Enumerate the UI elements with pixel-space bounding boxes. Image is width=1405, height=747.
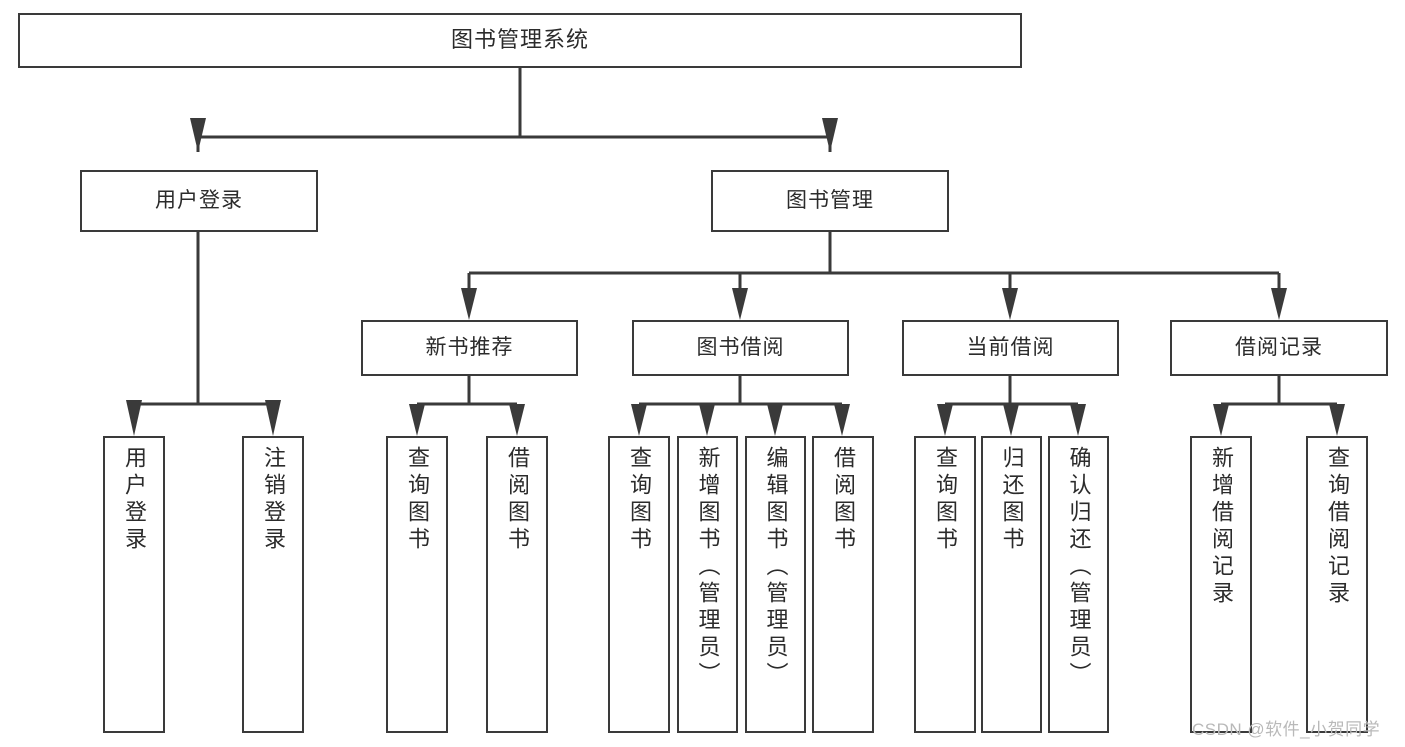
node-leaf-label: 借阅图书 bbox=[505, 446, 530, 554]
node-leaf-label: 查询图书 bbox=[627, 446, 652, 554]
node-book-management[interactable]: 图书管理 bbox=[711, 170, 949, 232]
node-root-label: 图书管理系统 bbox=[450, 27, 589, 53]
node-leaf-current-query-book[interactable]: 查询图书 bbox=[914, 436, 976, 733]
node-leaf-user-login-logout[interactable]: 注销登录 bbox=[242, 436, 304, 733]
node-leaf-new-book-query[interactable]: 查询图书 bbox=[386, 436, 448, 733]
node-new-book-recommend-label: 新书推荐 bbox=[425, 336, 514, 360]
node-leaf-label: 查询借阅记录 bbox=[1325, 446, 1350, 608]
node-leaf-label: 借阅图书 bbox=[831, 446, 856, 554]
node-book-management-label: 图书管理 bbox=[786, 189, 874, 213]
node-book-borrow-label: 图书借阅 bbox=[696, 336, 785, 360]
node-user-login[interactable]: 用户登录 bbox=[80, 170, 318, 232]
node-leaf-label: 用户登录 bbox=[122, 446, 147, 554]
node-leaf-label: 注销登录 bbox=[261, 446, 286, 554]
watermark-text: CSDN @软件_小贺同学 bbox=[1192, 720, 1381, 739]
node-borrow-record-label: 借阅记录 bbox=[1235, 336, 1323, 360]
node-new-book-recommend[interactable]: 新书推荐 bbox=[361, 320, 578, 376]
node-current-borrow[interactable]: 当前借阅 bbox=[902, 320, 1119, 376]
node-leaf-label: 编辑图书（管理员） bbox=[763, 446, 789, 689]
node-leaf-record-query[interactable]: 查询借阅记录 bbox=[1306, 436, 1368, 733]
node-leaf-borrow-borrow-book[interactable]: 借阅图书 bbox=[812, 436, 874, 733]
node-current-borrow-label: 当前借阅 bbox=[966, 336, 1055, 360]
arrowheads bbox=[126, 118, 1345, 436]
node-leaf-label: 新增借阅记录 bbox=[1209, 446, 1234, 608]
node-leaf-borrow-edit-book-admin[interactable]: 编辑图书（管理员） bbox=[745, 436, 806, 733]
node-borrow-record[interactable]: 借阅记录 bbox=[1170, 320, 1388, 376]
node-leaf-label: 查询图书 bbox=[405, 446, 430, 554]
node-leaf-label: 查询图书 bbox=[933, 446, 958, 554]
node-leaf-label: 新增图书（管理员） bbox=[695, 446, 721, 689]
node-leaf-user-login-login[interactable]: 用户登录 bbox=[103, 436, 165, 733]
node-user-login-label: 用户登录 bbox=[155, 189, 243, 213]
node-leaf-record-add[interactable]: 新增借阅记录 bbox=[1190, 436, 1252, 733]
node-leaf-label: 确认归还（管理员） bbox=[1066, 446, 1092, 689]
node-leaf-new-book-borrow[interactable]: 借阅图书 bbox=[486, 436, 548, 733]
node-root-book-management-system[interactable]: 图书管理系统 bbox=[18, 13, 1022, 68]
node-leaf-borrow-query-book[interactable]: 查询图书 bbox=[608, 436, 670, 733]
node-book-borrow[interactable]: 图书借阅 bbox=[632, 320, 849, 376]
node-leaf-current-return-book[interactable]: 归还图书 bbox=[981, 436, 1042, 733]
node-leaf-borrow-add-book-admin[interactable]: 新增图书（管理员） bbox=[677, 436, 738, 733]
node-leaf-current-confirm-return-admin[interactable]: 确认归还（管理员） bbox=[1048, 436, 1109, 733]
node-leaf-label: 归还图书 bbox=[999, 446, 1025, 554]
